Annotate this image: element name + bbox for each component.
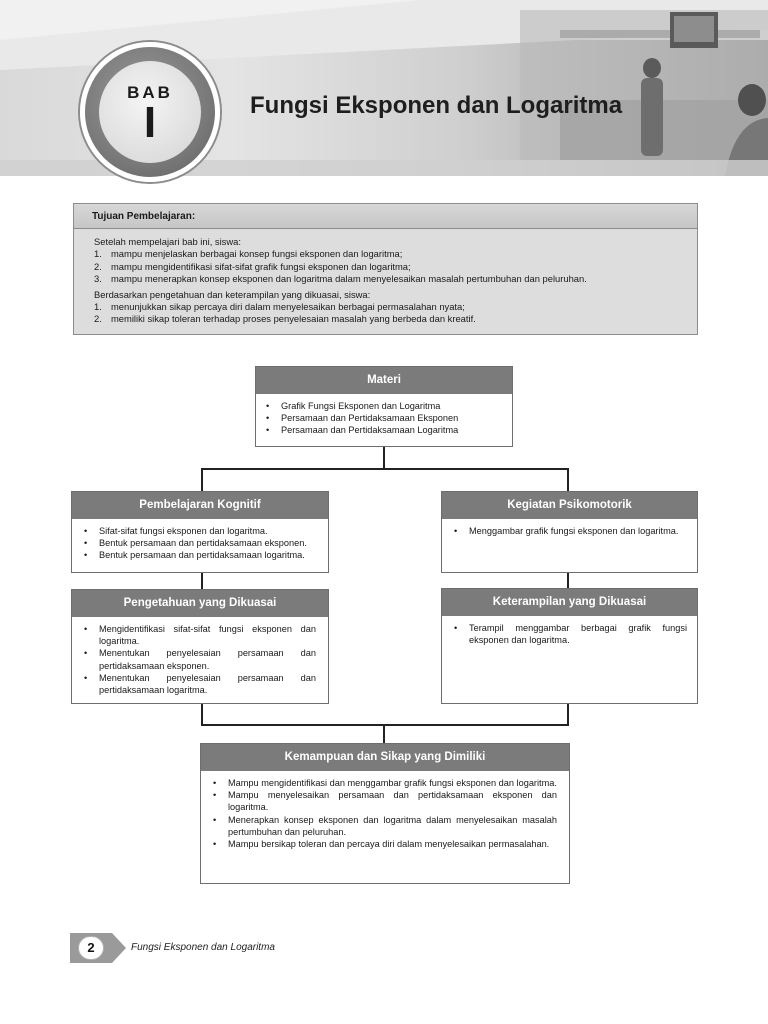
objective-text: mampu menerapkan konsep eksponen dan log… xyxy=(111,273,587,285)
list-item: •Menentukan penyelesaian persamaan dan p… xyxy=(84,672,316,696)
list-item-text: Bentuk persamaan dan pertidaksamaan eksp… xyxy=(99,537,318,549)
list-item-text: Mampu mengidentifikasi dan menggambar gr… xyxy=(228,777,557,789)
bullet: • xyxy=(84,525,99,537)
kemampuan-list: •Mampu mengidentifikasi dan menggambar g… xyxy=(201,771,569,850)
kognitif-list: •Sifat-sifat fungsi eksponen dan logarit… xyxy=(72,519,328,562)
pengetahuan-title: Pengetahuan yang Dikuasai xyxy=(72,590,328,617)
list-item: •Mampu mengidentifikasi dan menggambar g… xyxy=(213,777,557,789)
list-item: •Mampu menyelesaikan persamaan dan perti… xyxy=(213,789,557,813)
chapter-badge: BAB I xyxy=(80,42,220,182)
list-item: •Terampil menggambar berbagai grafik fun… xyxy=(454,622,687,646)
list-item: •Bentuk persamaan dan pertidaksamaan log… xyxy=(84,549,318,561)
list-item: •Persamaan dan Pertidaksamaan Eksponen xyxy=(266,412,502,424)
list-item-text: Menentukan penyelesaian persamaan dan pe… xyxy=(99,672,316,696)
learning-objectives-heading: Tujuan Pembelajaran: xyxy=(74,204,697,229)
bullet: • xyxy=(213,789,228,813)
list-item: •Persamaan dan Pertidaksamaan Logaritma xyxy=(266,424,502,436)
chapter-number: I xyxy=(99,101,201,145)
objective-number: 2. xyxy=(94,261,111,273)
objectives-intro-2: Berdasarkan pengetahuan dan keterampilan… xyxy=(94,289,685,301)
kemampuan-title: Kemampuan dan Sikap yang Dimiliki xyxy=(201,744,569,771)
objective-number: 2. xyxy=(94,313,111,325)
pengetahuan-list: •Mengidentifikasi sifat-sifat fungsi eks… xyxy=(72,617,328,696)
list-item-text: Bentuk persamaan dan pertidaksamaan loga… xyxy=(99,549,318,561)
keterampilan-title: Keterampilan yang Dikuasai xyxy=(442,589,697,616)
bullet: • xyxy=(84,537,99,549)
materi-title: Materi xyxy=(256,367,512,394)
list-item: •Bentuk persamaan dan pertidaksamaan eks… xyxy=(84,537,318,549)
objective-number: 1. xyxy=(94,301,111,313)
bullet: • xyxy=(454,622,469,646)
list-item-text: Terampil menggambar berbagai grafik fung… xyxy=(469,622,687,646)
learning-objectives-body: Setelah mempelajari bab ini, siswa: 1.ma… xyxy=(74,229,697,326)
list-item: •Mengidentifikasi sifat-sifat fungsi eks… xyxy=(84,623,316,647)
page-number: 2 xyxy=(78,936,104,960)
kognitif-box: Pembelajaran Kognitif •Sifat-sifat fungs… xyxy=(71,491,329,573)
bullet: • xyxy=(84,623,99,647)
list-item: •Mampu bersikap toleran dan percaya diri… xyxy=(213,838,557,850)
bullet: • xyxy=(213,777,228,789)
materi-list: •Grafik Fungsi Eksponen dan Logaritma •P… xyxy=(256,394,512,437)
list-item: •Menentukan penyelesaian persamaan dan p… xyxy=(84,647,316,671)
objective-text: mampu menjelaskan berbagai konsep fungsi… xyxy=(111,248,402,260)
list-item-text: Persamaan dan Pertidaksamaan Logaritma xyxy=(281,424,502,436)
keterampilan-list: •Terampil menggambar berbagai grafik fun… xyxy=(442,616,697,646)
bullet: • xyxy=(84,647,99,671)
connector-line xyxy=(201,572,203,590)
connector-line xyxy=(567,703,569,725)
list-item-text: Grafik Fungsi Eksponen dan Logaritma xyxy=(281,400,502,412)
bullet: • xyxy=(84,549,99,561)
bullet: • xyxy=(213,814,228,838)
list-item-text: Mengidentifikasi sifat-sifat fungsi eksp… xyxy=(99,623,316,647)
bullet: • xyxy=(266,400,281,412)
connector-line xyxy=(383,446,385,469)
keterampilan-box: Keterampilan yang Dikuasai •Terampil men… xyxy=(441,588,698,704)
objective-item: 2.memiliki sikap toleran terhadap proses… xyxy=(94,313,685,325)
connector-line xyxy=(567,468,569,492)
list-item-text: Persamaan dan Pertidaksamaan Eksponen xyxy=(281,412,502,424)
connector-line xyxy=(201,468,203,492)
bullet: • xyxy=(213,838,228,850)
list-item: •Grafik Fungsi Eksponen dan Logaritma xyxy=(266,400,502,412)
chapter-title: Fungsi Eksponen dan Logaritma xyxy=(250,92,622,120)
connector-line xyxy=(201,468,569,470)
list-item-text: Mampu bersikap toleran dan percaya diri … xyxy=(228,838,557,850)
list-item: •Sifat-sifat fungsi eksponen dan logarit… xyxy=(84,525,318,537)
objective-text: menunjukkan sikap percaya diri dalam men… xyxy=(111,301,465,313)
connector-line xyxy=(383,724,385,744)
objective-item: 3.mampu menerapkan konsep eksponen dan l… xyxy=(94,273,685,285)
chapter-badge-inner: BAB I xyxy=(99,61,201,163)
list-item-text: Sifat-sifat fungsi eksponen dan logaritm… xyxy=(99,525,318,537)
psikomotorik-box: Kegiatan Psikomotorik •Menggambar grafik… xyxy=(441,491,698,573)
objective-item: 1.menunjukkan sikap percaya diri dalam m… xyxy=(94,301,685,313)
materi-box: Materi •Grafik Fungsi Eksponen dan Logar… xyxy=(255,366,513,447)
objective-number: 1. xyxy=(94,248,111,260)
list-item-text: Menggambar grafik fungsi eksponen dan lo… xyxy=(469,525,687,537)
list-item: •Menggambar grafik fungsi eksponen dan l… xyxy=(454,525,687,537)
objective-text: mampu mengidentifikasi sifat-sifat grafi… xyxy=(111,261,411,273)
bullet: • xyxy=(266,424,281,436)
objective-text: memiliki sikap toleran terhadap proses p… xyxy=(111,313,476,325)
psikomotorik-list: •Menggambar grafik fungsi eksponen dan l… xyxy=(442,519,697,537)
list-item-text: Mampu menyelesaikan persamaan dan pertid… xyxy=(228,789,557,813)
list-item-text: Menerapkan konsep eksponen dan logaritma… xyxy=(228,814,557,838)
objective-number: 3. xyxy=(94,273,111,285)
objective-item: 2.mampu mengidentifikasi sifat-sifat gra… xyxy=(94,261,685,273)
bullet: • xyxy=(454,525,469,537)
list-item-text: Menentukan penyelesaian persamaan dan pe… xyxy=(99,647,316,671)
learning-objectives-box: Tujuan Pembelajaran: Setelah mempelajari… xyxy=(73,203,698,335)
kemampuan-box: Kemampuan dan Sikap yang Dimiliki •Mampu… xyxy=(200,743,570,884)
bullet: • xyxy=(266,412,281,424)
connector-line xyxy=(201,703,203,725)
connector-line xyxy=(567,572,569,589)
objective-item: 1.mampu menjelaskan berbagai konsep fung… xyxy=(94,248,685,260)
list-item: •Menerapkan konsep eksponen dan logaritm… xyxy=(213,814,557,838)
objectives-intro: Setelah mempelajari bab ini, siswa: xyxy=(94,236,685,248)
psikomotorik-title: Kegiatan Psikomotorik xyxy=(442,492,697,519)
pengetahuan-box: Pengetahuan yang Dikuasai •Mengidentifik… xyxy=(71,589,329,704)
connector-line xyxy=(201,724,569,726)
bullet: • xyxy=(84,672,99,696)
kognitif-title: Pembelajaran Kognitif xyxy=(72,492,328,519)
running-title: Fungsi Eksponen dan Logaritma xyxy=(131,942,275,953)
